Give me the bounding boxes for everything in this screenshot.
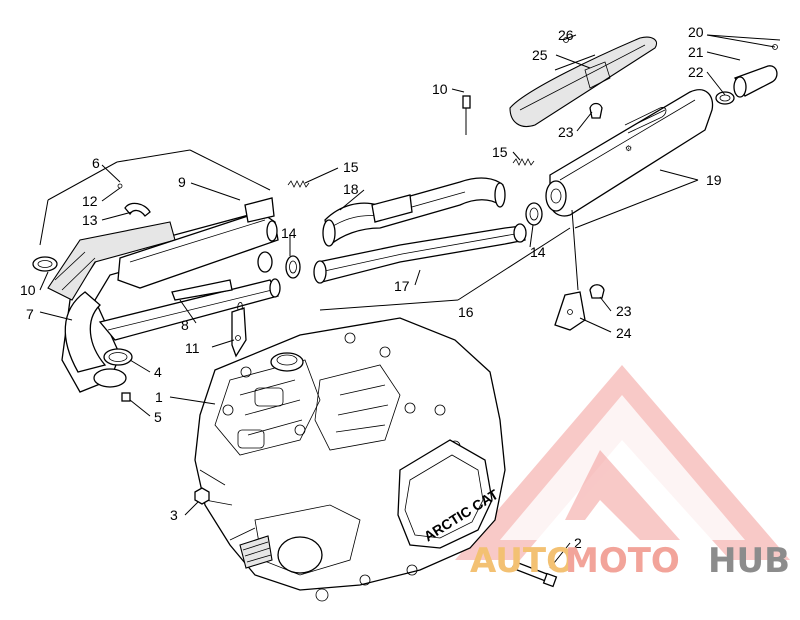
callout-7: 7 (26, 306, 34, 322)
callout-16: 16 (458, 304, 474, 320)
callout-18: 18 (343, 181, 359, 197)
callout-12: 12 (82, 193, 98, 209)
callout-labels: 26 25 20 21 22 10 23 15 19 6 15 18 9 12 … (20, 24, 722, 551)
watermark-moto: MOTO (565, 541, 680, 581)
svg-text:⚙: ⚙ (625, 144, 632, 153)
callout-10-top: 10 (432, 81, 448, 97)
watermark-auto: AUTO (470, 541, 575, 581)
callout-19: 19 (706, 172, 722, 188)
callout-20: 20 (688, 24, 704, 40)
watermark-hub: HUB (708, 541, 790, 581)
callout-9: 9 (178, 174, 186, 190)
callout-17: 17 (394, 278, 410, 294)
callout-26: 26 (558, 27, 574, 43)
callout-13: 13 (82, 212, 98, 228)
callout-4: 4 (154, 364, 162, 380)
callout-5: 5 (154, 409, 162, 425)
callout-2: 2 (574, 535, 582, 551)
callout-21: 21 (688, 44, 704, 60)
callout-23-top: 23 (558, 124, 574, 140)
watermark-logo (455, 365, 790, 560)
callout-14-left: 14 (281, 225, 297, 241)
callout-10-left: 10 (20, 282, 36, 298)
head-pipe-assembly (32, 183, 281, 402)
callout-15-left: 15 (343, 159, 359, 175)
callout-11: 11 (185, 340, 200, 356)
mid-pipe-assembly (285, 95, 543, 284)
callout-8: 8 (181, 317, 189, 333)
watermark-text: AUTO MOTO HUB (470, 541, 790, 581)
callout-6: 6 (92, 155, 100, 171)
callout-25: 25 (532, 47, 548, 63)
callout-1: 1 (155, 389, 163, 405)
callout-23-bottom: 23 (616, 303, 632, 319)
callout-24: 24 (616, 325, 632, 341)
engine-assembly: ARCTIC CAT (194, 317, 506, 602)
bolts (194, 487, 558, 588)
leader-lines (39, 34, 781, 569)
callout-14-right: 14 (530, 244, 546, 260)
callout-3: 3 (170, 507, 178, 523)
callout-22: 22 (688, 64, 704, 80)
callout-15-right: 15 (492, 144, 508, 160)
muffler-assembly: ⚙ (509, 36, 778, 331)
